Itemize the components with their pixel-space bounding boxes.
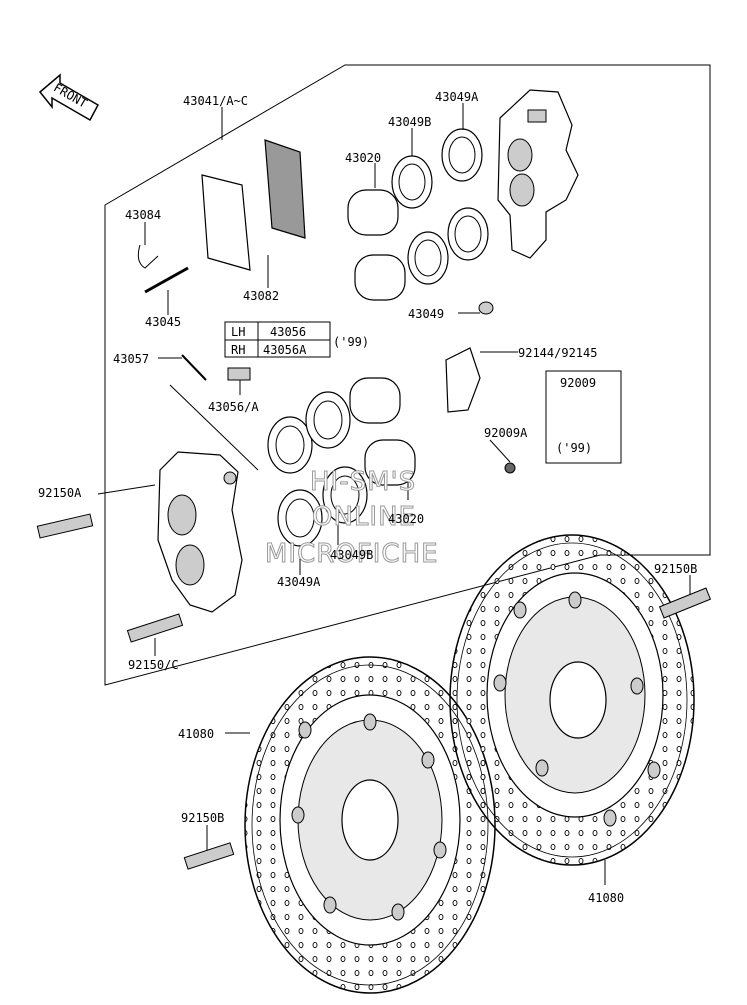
- label-92009-note: ('99): [556, 441, 592, 455]
- brake-pads: [201, 139, 306, 271]
- label-43045: 43045: [145, 315, 181, 329]
- label-43049: 43049: [408, 307, 444, 321]
- label-43084: 43084: [125, 208, 161, 222]
- inner-divider: [169, 384, 259, 471]
- label-41080-bottom: 41080: [588, 891, 624, 905]
- caliper-group-outline: [104, 64, 711, 686]
- label-43049A-top: 43049A: [435, 90, 479, 104]
- caliper-left: [157, 451, 243, 613]
- label-41080-left: 41080: [178, 727, 214, 741]
- spec-box-92009: [545, 370, 622, 464]
- label-43020-bottom: 43020: [388, 512, 424, 526]
- label-43082: 43082: [243, 289, 279, 303]
- label-43049A-bottom: 43049A: [277, 575, 321, 589]
- label-92009A: 92009A: [484, 426, 528, 440]
- label-92144-92145: 92144/92145: [518, 346, 597, 360]
- label-43057: 43057: [113, 352, 149, 366]
- leader-lines: [97, 103, 691, 885]
- brake-rotor-left: [244, 656, 496, 994]
- label-92150A: 92150A: [38, 486, 82, 500]
- table-lh-part: 43056: [270, 325, 306, 339]
- caliper-right: [497, 89, 579, 259]
- label-92150B-right: 92150B: [654, 562, 697, 576]
- label-43041: 43041/A~C: [183, 94, 248, 108]
- watermark-line2: ONLINE: [312, 502, 416, 532]
- label-43020-top: 43020: [345, 151, 381, 165]
- hardware: [36, 244, 712, 870]
- front-arrow-icon: [38, 73, 100, 122]
- table-lh: LH: [231, 325, 245, 339]
- label-92009: 92009: [560, 376, 596, 390]
- watermark-line3: MICROFICHE: [265, 539, 439, 569]
- watermark: HI-SM'S ONLINE MICROFICHE: [265, 467, 439, 570]
- brake-rotor-right: [449, 534, 695, 866]
- label-43049B-top: 43049B: [388, 115, 431, 129]
- pistons-seals: [267, 128, 489, 547]
- label-92150C: 92150/C: [128, 658, 179, 672]
- spec-table: [224, 321, 331, 358]
- label-43049B-bottom: 43049B: [330, 548, 373, 562]
- table-rh: RH: [231, 343, 245, 357]
- watermark-line1: HI-SM'S: [310, 467, 416, 497]
- table-note: ('99): [333, 335, 369, 349]
- label-92150B-left: 92150B: [181, 811, 224, 825]
- label-43056A: 43056/A: [208, 400, 259, 414]
- table-rh-part: 43056A: [263, 343, 307, 357]
